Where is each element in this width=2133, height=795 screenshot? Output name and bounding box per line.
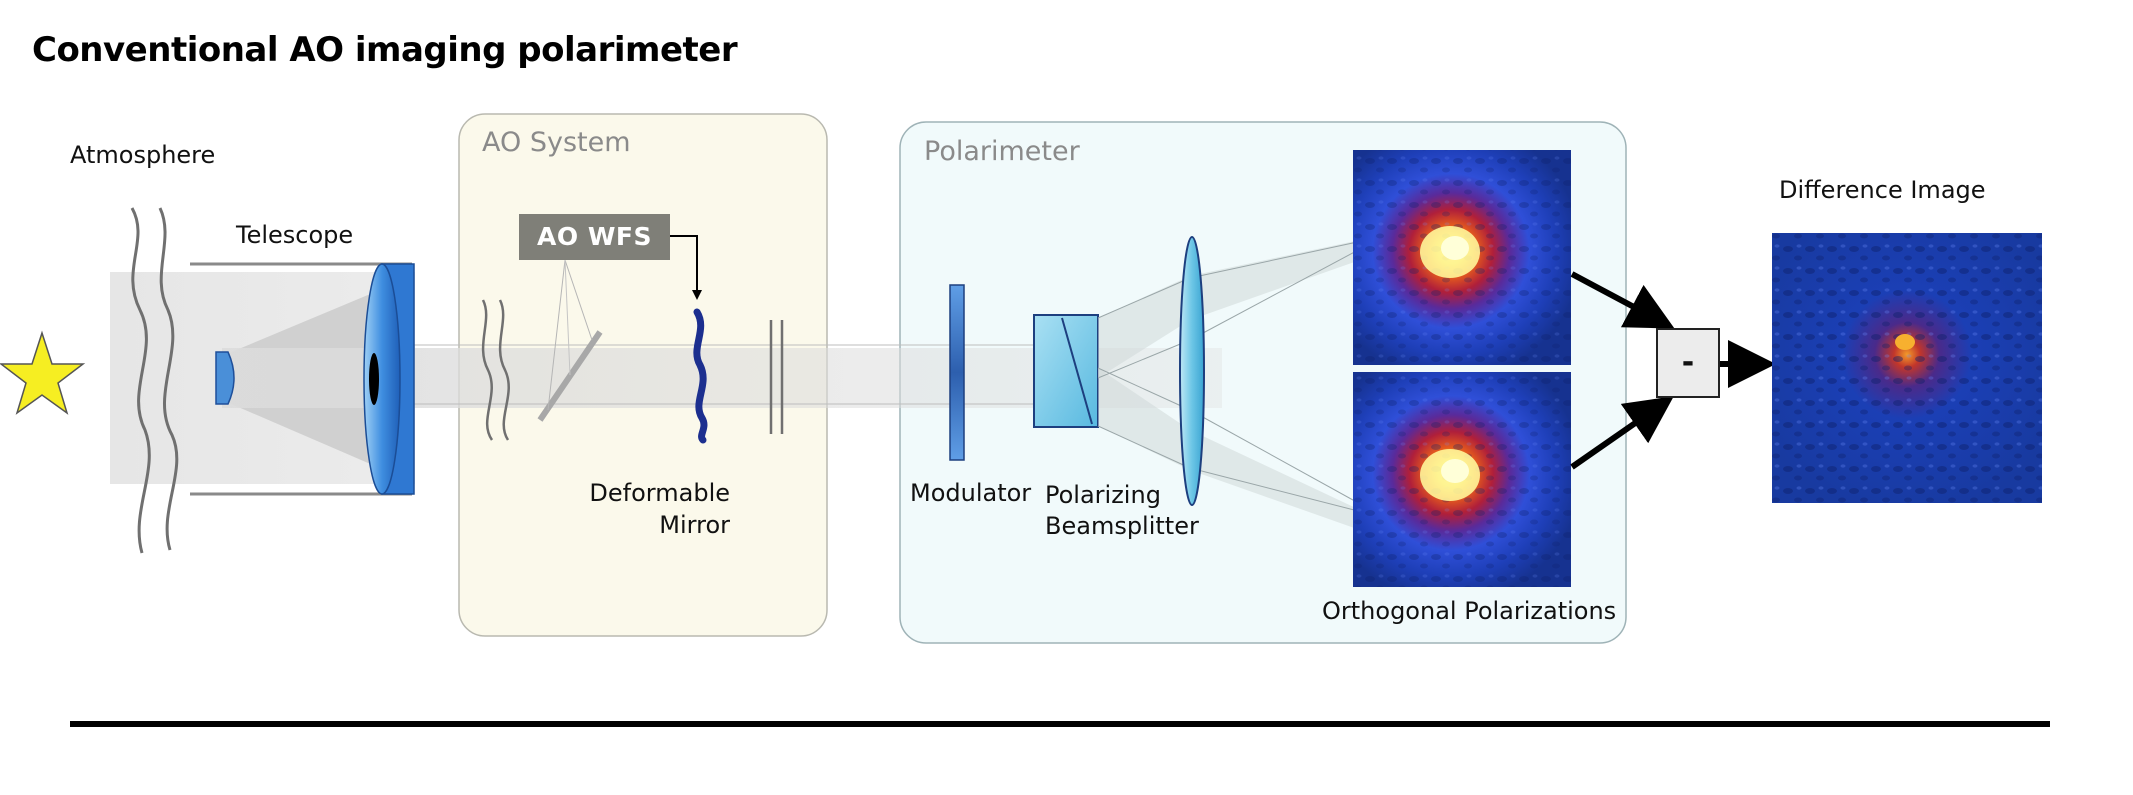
ao-system-title: AO System [482,127,631,158]
ray-upper-4 [1189,247,1363,341]
wfs-ray-2 [564,259,593,341]
psf-image-lower [1353,372,1571,587]
difference-image [1772,233,2042,503]
modulator-label: Modulator [910,479,1032,507]
deformable-mirror [693,308,708,444]
ray-fan-upper [1098,240,1360,378]
psf-image-upper [1353,150,1571,365]
wfs-ray-1 [547,259,566,411]
aberrated-wave-1 [481,299,494,441]
primary-mirror-hole [369,353,379,405]
beamsplitter-diagonal [1061,317,1093,425]
arrow-upper-to-difference [1570,271,1675,329]
ray-lower-2 [1189,409,1363,506]
atmosphere-wave-1 [130,207,151,554]
beamsplitter-label-line1: Polarizing [1045,481,1161,509]
ao-wfs-label: AO WFS [519,214,670,260]
aberrated-wave-2 [498,299,510,441]
atmosphere-wave-2 [158,207,179,551]
wfs-beamsplitter [537,330,603,422]
ray-fan-lower [1098,368,1360,530]
telescope-label: Telescope [236,221,354,249]
star-icon [0,330,86,415]
deformable-mirror-label-line2: Mirror [659,511,730,539]
ray-lower-1 [1097,367,1191,411]
ray-upper-3 [1097,339,1191,379]
deformable-mirror-label-line1: Deformable [589,479,730,507]
difference-operator-label: - [1681,345,1695,380]
ray-upper-2 [1189,240,1363,279]
orthogonal-polarizations-label: Orthogonal Polarizations [1322,597,1617,625]
modulator [949,284,965,461]
difference-operator-box [1656,328,1720,398]
ray-upper-1 [1097,277,1191,319]
wfs-feedback-arrow [670,235,702,300]
difference-image-label: Difference Image [1779,176,1986,204]
wfs-ray-3 [564,259,571,376]
primary-mirror [363,263,401,495]
ray-lower-4 [1189,467,1363,513]
page-title: Conventional AO imaging polarimeter [32,30,738,70]
arrow-lower-to-difference [1570,396,1674,470]
ray-lower-3 [1097,425,1191,469]
camera-lens [1179,236,1205,506]
atmosphere-label: Atmosphere [70,141,216,169]
secondary-mirror [215,351,235,405]
beamsplitter-label-line2: Beamsplitter [1045,512,1199,540]
polarimeter-title: Polarimeter [924,136,1080,167]
